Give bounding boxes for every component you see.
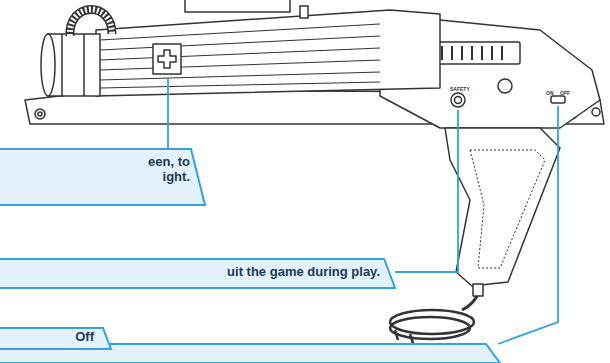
sight bbox=[300, 6, 308, 18]
callout-box: een, to ight. bbox=[0, 148, 206, 206]
cable-loop bbox=[390, 317, 470, 339]
leader-line bbox=[395, 110, 458, 272]
emitter-end bbox=[41, 34, 55, 96]
barrel bbox=[96, 10, 440, 96]
top-plate bbox=[185, 0, 290, 12]
callout-text: een, to ight. bbox=[146, 148, 206, 184]
ferrite bbox=[473, 284, 483, 296]
power-switch bbox=[551, 96, 565, 103]
callout-shape bbox=[0, 259, 395, 288]
part-label: ON bbox=[546, 90, 554, 96]
callout-shape bbox=[0, 149, 205, 205]
magazine-slot bbox=[432, 42, 520, 64]
safety-button bbox=[451, 93, 465, 107]
callout-outline bbox=[0, 327, 112, 350]
rail-screw bbox=[38, 112, 42, 116]
rail-screw bbox=[35, 109, 45, 119]
coil-cable bbox=[70, 9, 112, 36]
grip-texture bbox=[470, 150, 545, 268]
callout-text: Off bbox=[75, 327, 112, 344]
leader-line bbox=[167, 78, 169, 150]
leader-line bbox=[498, 106, 558, 344]
emitter bbox=[48, 34, 100, 96]
callout-box: uit the game during play. bbox=[0, 258, 396, 289]
safety-button bbox=[455, 97, 462, 104]
rail-screw bbox=[592, 108, 600, 116]
coil-cable bbox=[70, 9, 112, 36]
dpad-plate bbox=[153, 44, 181, 74]
callout-text: uit the game during play. bbox=[227, 258, 396, 279]
round-button bbox=[498, 79, 512, 93]
callout-shape bbox=[0, 328, 111, 349]
callout-box: Off bbox=[0, 327, 112, 350]
part-label: OFF bbox=[560, 90, 570, 96]
dpad bbox=[158, 50, 176, 68]
part-label: SAFETY bbox=[450, 86, 470, 92]
grip bbox=[445, 128, 560, 286]
